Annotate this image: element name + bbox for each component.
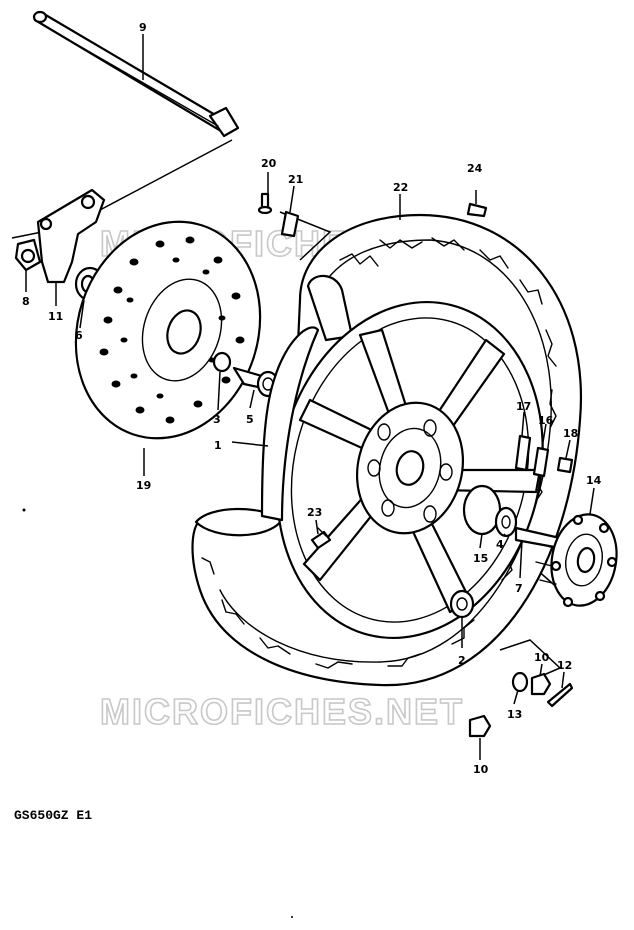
- callout-16: 16: [538, 414, 554, 427]
- callout-19: 19: [136, 479, 151, 492]
- spacer-part-15: [462, 484, 502, 536]
- callout-5: 5: [246, 413, 254, 426]
- callout-17: 17: [516, 400, 531, 413]
- scan-speck: [22, 508, 26, 512]
- callout-8: 8: [22, 295, 30, 308]
- callout-leaders: [25, 34, 595, 760]
- callout-22: 22: [393, 181, 408, 194]
- spacer-part-2: [449, 589, 475, 619]
- callout-20: 20: [261, 157, 277, 170]
- callout-15: 15: [473, 552, 488, 565]
- callout-12: 12: [557, 659, 572, 672]
- lock-plate-part-21: [280, 210, 300, 238]
- callout-24: 24: [467, 162, 483, 175]
- callout-10-lower: 10: [473, 763, 489, 776]
- nut-part-10-upper: [530, 672, 552, 696]
- callout-6: 6: [75, 329, 83, 342]
- bearing-part-4: [494, 506, 518, 538]
- valve-part-23: [310, 527, 332, 550]
- callout-14: 14: [586, 474, 602, 487]
- callout-11: 11: [48, 310, 63, 323]
- cotter-pin-part-12: [546, 682, 574, 708]
- callout-10-upper: 10: [534, 651, 550, 664]
- plate-part-17: [514, 434, 532, 472]
- callout-labels: 9 20 21 22 24 8 11 6 3 5 1 19 17 16 18 1…: [22, 21, 602, 776]
- bolt-part-18: [556, 456, 574, 474]
- bolt-part-20: [257, 192, 273, 215]
- watermark-bottom: MICROFICHES.NET: [100, 691, 464, 732]
- hub-flange-part-14: [535, 513, 618, 608]
- model-code-label: GS650GZ E1: [14, 808, 92, 823]
- washer-part-13: [511, 671, 529, 693]
- callout-21: 21: [288, 173, 303, 186]
- callout-23: 23: [307, 506, 322, 519]
- callout-3: 3: [213, 413, 221, 426]
- callout-4: 4: [496, 538, 504, 551]
- callout-1: 1: [214, 439, 222, 452]
- callout-9: 9: [139, 21, 147, 34]
- nut-part-10-lower: [468, 714, 492, 738]
- scan-speck: [291, 916, 293, 918]
- valve-cap-part-24: [466, 190, 488, 218]
- callout-2: 2: [458, 654, 466, 667]
- callout-18: 18: [563, 427, 578, 440]
- axle-part-9: [32, 10, 240, 138]
- plate-part-16: [532, 446, 550, 478]
- callout-7: 7: [515, 582, 523, 595]
- wheel-rim-part-1: [260, 300, 544, 640]
- callout-13: 13: [507, 708, 522, 721]
- brake-disc-part-19: [74, 220, 262, 440]
